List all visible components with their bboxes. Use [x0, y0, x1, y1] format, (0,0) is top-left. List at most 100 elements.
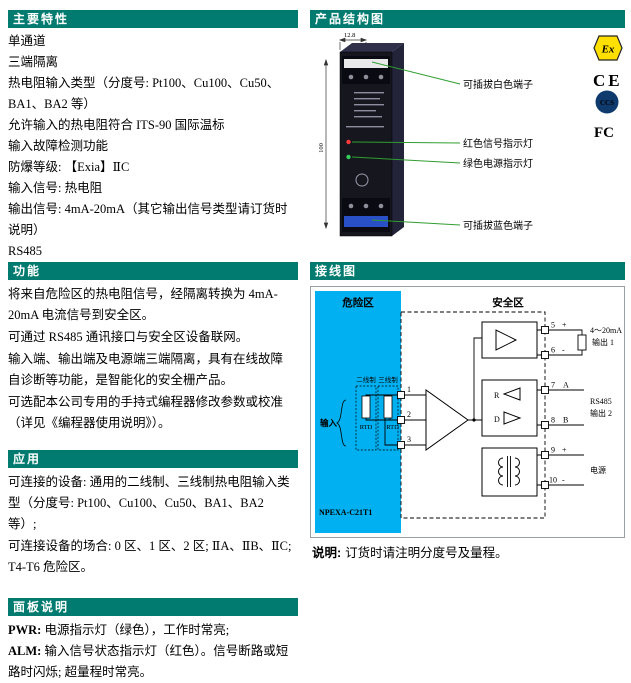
product-structure-figure: 12.8 100 — [310, 30, 625, 261]
feature-line-1: 单通道 — [8, 34, 46, 48]
rtd-resistor — [383, 395, 393, 419]
terminal-5 — [541, 326, 549, 334]
terminal-2-number: 2 — [407, 410, 411, 419]
green-pwr-led — [346, 154, 351, 160]
rs485-block: R D — [481, 379, 542, 437]
feature-line-8: 输出信号: 4mA-20mA（其它输出信号类型请订货时说明） — [8, 202, 288, 237]
isolator-outline — [400, 311, 546, 519]
terminal-7-number: 7 — [551, 381, 555, 390]
features-body: 单通道 三端隔离 热电阻输入类型（分度号: Pt100、Cu100、Cu50、B… — [8, 31, 292, 262]
main-amplifier-symbol — [425, 389, 469, 451]
section-title: 主要特性 — [13, 12, 70, 26]
svg-text:CCS: CCS — [600, 99, 614, 107]
terminal-2 — [397, 416, 405, 424]
fcc-icon: FC — [594, 125, 614, 141]
transformer-coil-left — [498, 457, 504, 486]
functions-body: 将来自危险区的热电阻信号，经隔离转换为 4mA-20mA 电流信号到安全区。 可… — [8, 284, 292, 435]
height-dimension-label: 100 — [318, 143, 325, 153]
note-text: 订货时请注明分度号及量程。 — [345, 546, 508, 560]
model-number: NPEXA-C21T1 — [319, 508, 372, 517]
callout-lines — [351, 61, 461, 226]
section-header-functions: 功能 — [8, 262, 298, 280]
terminal-6-sign: - — [562, 346, 565, 355]
output1-circuit: 4～20mA 输出 1 — [548, 326, 622, 356]
screw — [348, 74, 354, 80]
driver-symbol — [503, 411, 522, 425]
ccs-icon: CCS — [595, 90, 619, 114]
pwr-label: PWR: — [8, 623, 42, 637]
terminal-1 — [397, 391, 405, 399]
input-label: 输入 — [320, 418, 338, 428]
callout-blue-terminal: 可插拔蓝色端子 — [463, 219, 533, 232]
feature-line-7: 输入信号: 热电阻 — [8, 181, 103, 195]
terminal-6 — [541, 351, 549, 359]
feature-line-4: 允许输入的热电阻符合 ITS-90 国际温标 — [8, 118, 225, 132]
panel-body: PWR: 电源指示灯（绿色），工作时常亮; ALM: 输入信号状态指示灯（红色）… — [8, 620, 292, 683]
feature-line-6: 防爆等级: 【Exia】ⅡC — [8, 160, 130, 174]
terminal-8 — [541, 421, 549, 429]
transformer-coil-right — [514, 457, 520, 486]
atex-ex-icon: Ex — [593, 35, 623, 61]
load-resistor — [577, 334, 587, 351]
terminal-9-sign: + — [562, 446, 567, 455]
output2-label: 输出 2 — [590, 408, 612, 418]
callout-red-led: 红色信号指示灯 — [463, 137, 533, 150]
power-transformer-block — [481, 447, 542, 497]
terminal-3-number: 3 — [407, 435, 411, 444]
width-dimension-label: 12.8 — [344, 32, 355, 39]
feature-line-5: 输入故障检测功能 — [8, 139, 109, 153]
junction-dot — [472, 418, 476, 422]
function-para-2: 可通过 RS485 通讯接口与安全区设备联网。 — [8, 330, 249, 344]
output1-label: 输出 1 — [592, 337, 614, 347]
section-title: 功能 — [13, 264, 42, 278]
callout-white-terminal: 可插拔白色端子 — [463, 78, 533, 91]
amplifier-symbol — [495, 329, 518, 351]
two-wire-rtd-circuit: RTD — [355, 385, 398, 451]
terminal-1-number: 1 — [407, 385, 411, 394]
driver-label: D — [494, 415, 500, 424]
ce-mark-icon: CE — [593, 71, 623, 90]
output2-type-label: RS485 — [590, 397, 612, 406]
terminal-10-sign: - — [562, 476, 565, 485]
section-title: 应用 — [13, 452, 42, 466]
power-label: 电源 — [590, 465, 606, 475]
section-title: 接线图 — [315, 264, 358, 278]
section-header-wiring: 接线图 — [310, 262, 625, 280]
terminal-7 — [541, 386, 549, 394]
order-note: 说明:订货时请注明分度号及量程。 — [312, 542, 627, 561]
white-terminal — [344, 59, 388, 68]
function-para-3: 输入端、输出端及电源端三端隔离，具有在线故障自诊断等功能，是智能化的安全栅产品。 — [8, 352, 284, 387]
terminal-9 — [541, 451, 549, 459]
red-alm-led — [346, 139, 351, 145]
section-title: 面板说明 — [13, 600, 70, 614]
ex-mark-decor — [355, 173, 369, 187]
application-body: 可连接的设备: 通用的二线制、三线制热电阻输入类型（分度号: Pt100、Cu1… — [8, 472, 292, 579]
screw — [378, 74, 384, 80]
isolator-device-image — [339, 43, 404, 237]
receiver-symbol — [502, 387, 521, 401]
function-para-1: 将来自危险区的热电阻信号，经隔离转换为 4mA-20mA 电流信号到安全区。 — [8, 287, 278, 322]
note-label: 说明: — [312, 546, 342, 560]
rtd-label: RTD — [360, 424, 373, 431]
terminal-6-number: 6 — [551, 346, 555, 355]
terminal-8-number: 8 — [551, 416, 555, 425]
terminal-10-number: 10 — [549, 476, 557, 485]
blue-terminal — [344, 216, 388, 227]
application-para-1: 可连接的设备: 通用的二线制、三线制热电阻输入类型（分度号: Pt100、Cu1… — [8, 475, 290, 531]
svg-text:Ex: Ex — [601, 44, 615, 56]
callout-green-led: 绿色电源指示灯 — [463, 157, 533, 170]
terminal-8-sign: B — [563, 416, 568, 425]
alm-text: 输入信号状态指示灯（红色）。信号断路或短路时闪烁; 超量程时常亮。 — [8, 644, 289, 679]
output1-type-label: 4～20mA — [590, 326, 622, 335]
feature-line-2: 三端隔离 — [8, 55, 59, 69]
device-print-decor — [346, 92, 384, 128]
alm-label: ALM: — [8, 644, 42, 658]
section-header-features: 主要特性 — [8, 10, 298, 28]
terminal-10 — [541, 481, 549, 489]
input-wires — [404, 394, 426, 446]
section-header-structure: 产品结构图 — [310, 10, 625, 28]
output2-circuit: RS485 输出 2 — [548, 389, 612, 426]
screw — [378, 203, 384, 209]
two-wire-label: 二线制 — [356, 375, 376, 384]
